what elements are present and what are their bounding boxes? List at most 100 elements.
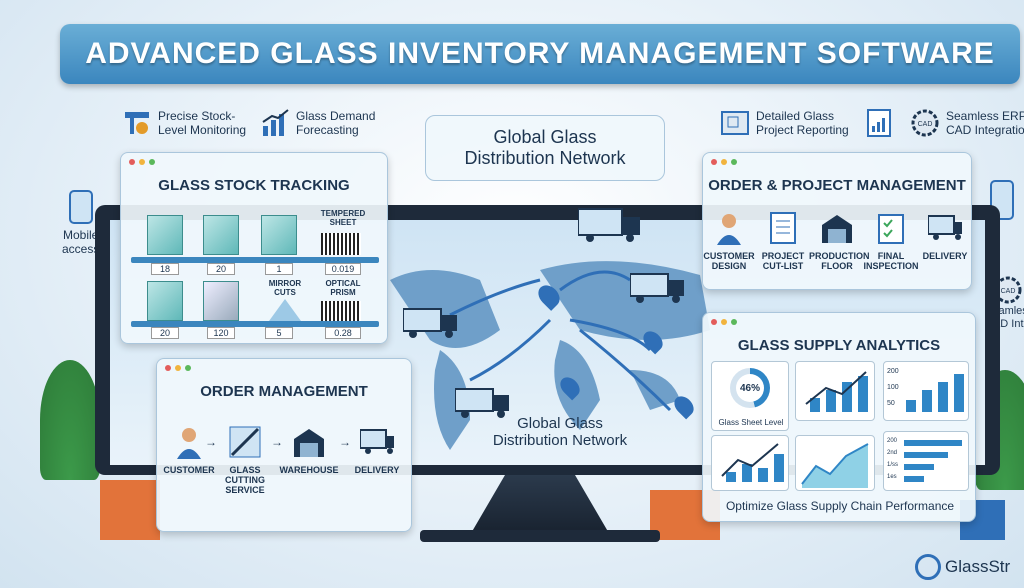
chart-card: 200 2nd 1/ss 1es <box>883 431 969 491</box>
network-label-bottom: Global Glass Distribution Network <box>480 415 640 449</box>
bar <box>922 390 932 412</box>
item-caption: TEMPERED SHEET <box>320 209 366 227</box>
clipboard-check-icon <box>874 211 908 245</box>
chart-card <box>795 435 875 491</box>
stock-panel: GLASS STOCK TRACKING TEMPERED SHEET 18 2… <box>120 152 388 344</box>
chart-card <box>711 435 789 491</box>
bar <box>826 390 836 412</box>
panel-title: ORDER & PROJECT MANAGEMENT <box>708 177 966 194</box>
feature-demand-forecasting: Glass Demand Forecasting <box>260 108 375 138</box>
mobile-access: Mobile access <box>62 190 99 256</box>
axis-tick: 50 <box>887 400 895 407</box>
chart-card: 200 100 50 <box>883 361 969 421</box>
chart-icon <box>260 108 290 138</box>
network-title: Global Glass Distribution Network <box>492 415 628 449</box>
prism-icon <box>269 299 301 321</box>
checklist-icon <box>766 211 800 245</box>
step-delivery: DELIVERY <box>917 211 973 261</box>
window-controls <box>129 159 155 165</box>
truck-icon <box>577 205 644 243</box>
hbar <box>904 476 924 482</box>
bar <box>810 398 820 412</box>
axis-tick: 100 <box>887 384 899 391</box>
svg-text:CAD: CAD <box>1001 288 1016 295</box>
step-customer: CUSTOMER <box>157 425 221 475</box>
gauge-card: 46% Glass Sheet Level <box>711 361 789 431</box>
feature-label: Detailed Glass Project Reporting <box>756 109 849 137</box>
shelf <box>131 321 379 327</box>
phone-icon <box>68 190 93 224</box>
feature-stock-monitoring: Precise Stock- Level Monitoring <box>122 108 246 138</box>
panel-title: ORDER MANAGEMENT <box>200 383 368 400</box>
bar <box>842 382 852 412</box>
gauge-value: 46% <box>736 374 764 402</box>
stock-count: 5 <box>265 327 293 339</box>
shelf <box>131 257 379 263</box>
step-warehouse: WAREHOUSE <box>277 425 341 475</box>
axis-tick: 2nd <box>887 450 898 456</box>
title-banner: ADVANCED GLASS INVENTORY MANAGEMENT SOFT… <box>60 24 1020 84</box>
bar <box>742 464 752 482</box>
truck-icon <box>360 425 394 459</box>
item-caption: MIRROR CUTS <box>268 279 302 297</box>
order-panel: ORDER MANAGEMENT CUSTOMER GLASS CUTTING … <box>156 358 412 532</box>
truck-icon <box>454 385 511 419</box>
hbar <box>904 464 934 470</box>
stock-count: 20 <box>207 263 235 275</box>
feature-report-doc <box>864 108 894 138</box>
barcode-icon <box>321 233 361 255</box>
person-icon <box>172 425 206 459</box>
feature-project-reporting: Detailed Glass Project Reporting <box>720 108 849 138</box>
stock-count: 0.28 <box>325 327 361 339</box>
glass-cutter-icon <box>228 425 262 459</box>
cad-gear-icon: CAD <box>993 275 1023 305</box>
step-production: PRODUCTION FLOOR <box>809 211 870 271</box>
panel-title: GLASS STOCK TRACKING <box>158 177 350 194</box>
step-inspection: FINAL INSPECTION <box>863 211 919 271</box>
document-chart-icon <box>864 108 894 138</box>
analytics-panel: GLASS SUPPLY ANALYTICS 46% Glass Sheet L… <box>702 312 976 522</box>
page-title: ADVANCED GLASS INVENTORY MANAGEMENT SOFT… <box>85 37 995 70</box>
svg-text:CAD: CAD <box>918 121 933 128</box>
blueprint-icon <box>720 108 750 138</box>
axis-tick: 200 <box>887 368 899 375</box>
bar <box>906 400 916 412</box>
stock-count: 120 <box>207 327 235 339</box>
glass-stack-icon <box>203 215 239 255</box>
hbar <box>904 440 962 446</box>
glass-stack-icon <box>147 281 183 321</box>
window-controls <box>165 365 191 371</box>
bar <box>954 374 964 412</box>
axis-tick: 1es <box>887 474 897 480</box>
arrow-icon: → <box>205 435 217 449</box>
arrow-icon: → <box>271 435 283 449</box>
cad-gear-icon: CAD <box>910 108 940 138</box>
axis-tick: 1/ss <box>887 462 899 468</box>
feature-label: Precise Stock- Level Monitoring <box>158 109 247 137</box>
brand-mark-icon <box>915 554 941 580</box>
glass-stack-icon <box>261 215 297 255</box>
window-controls <box>711 159 737 165</box>
truck-icon <box>928 211 962 245</box>
window-controls <box>711 319 737 325</box>
item-caption: OPTICAL PRISM <box>325 279 361 297</box>
network-label-top: Global Glass Distribution Network <box>425 115 665 181</box>
caliper-icon <box>122 108 152 138</box>
gauge-ring: 46% <box>730 368 770 408</box>
truck-icon <box>402 305 459 339</box>
brand-name: GlassStr <box>945 557 1011 576</box>
hbar <box>904 452 948 458</box>
step-customer-design: CUSTOMER DESIGN <box>701 211 757 271</box>
analytics-footer: Optimize Glass Supply Chain Performance <box>725 499 955 513</box>
stock-count: 20 <box>151 327 179 339</box>
panel-title: GLASS SUPPLY ANALYTICS <box>737 337 941 354</box>
stock-count: 1 <box>265 263 293 275</box>
network-title: Global Glass Distribution Network <box>464 127 626 168</box>
step-cut-list: PROJECT CUT-LIST <box>755 211 811 271</box>
glass-stack-icon <box>147 215 183 255</box>
barcode-icon <box>321 301 361 321</box>
plant-left <box>40 360 100 480</box>
bar <box>774 454 784 482</box>
bar <box>938 382 948 412</box>
bar <box>858 376 868 412</box>
